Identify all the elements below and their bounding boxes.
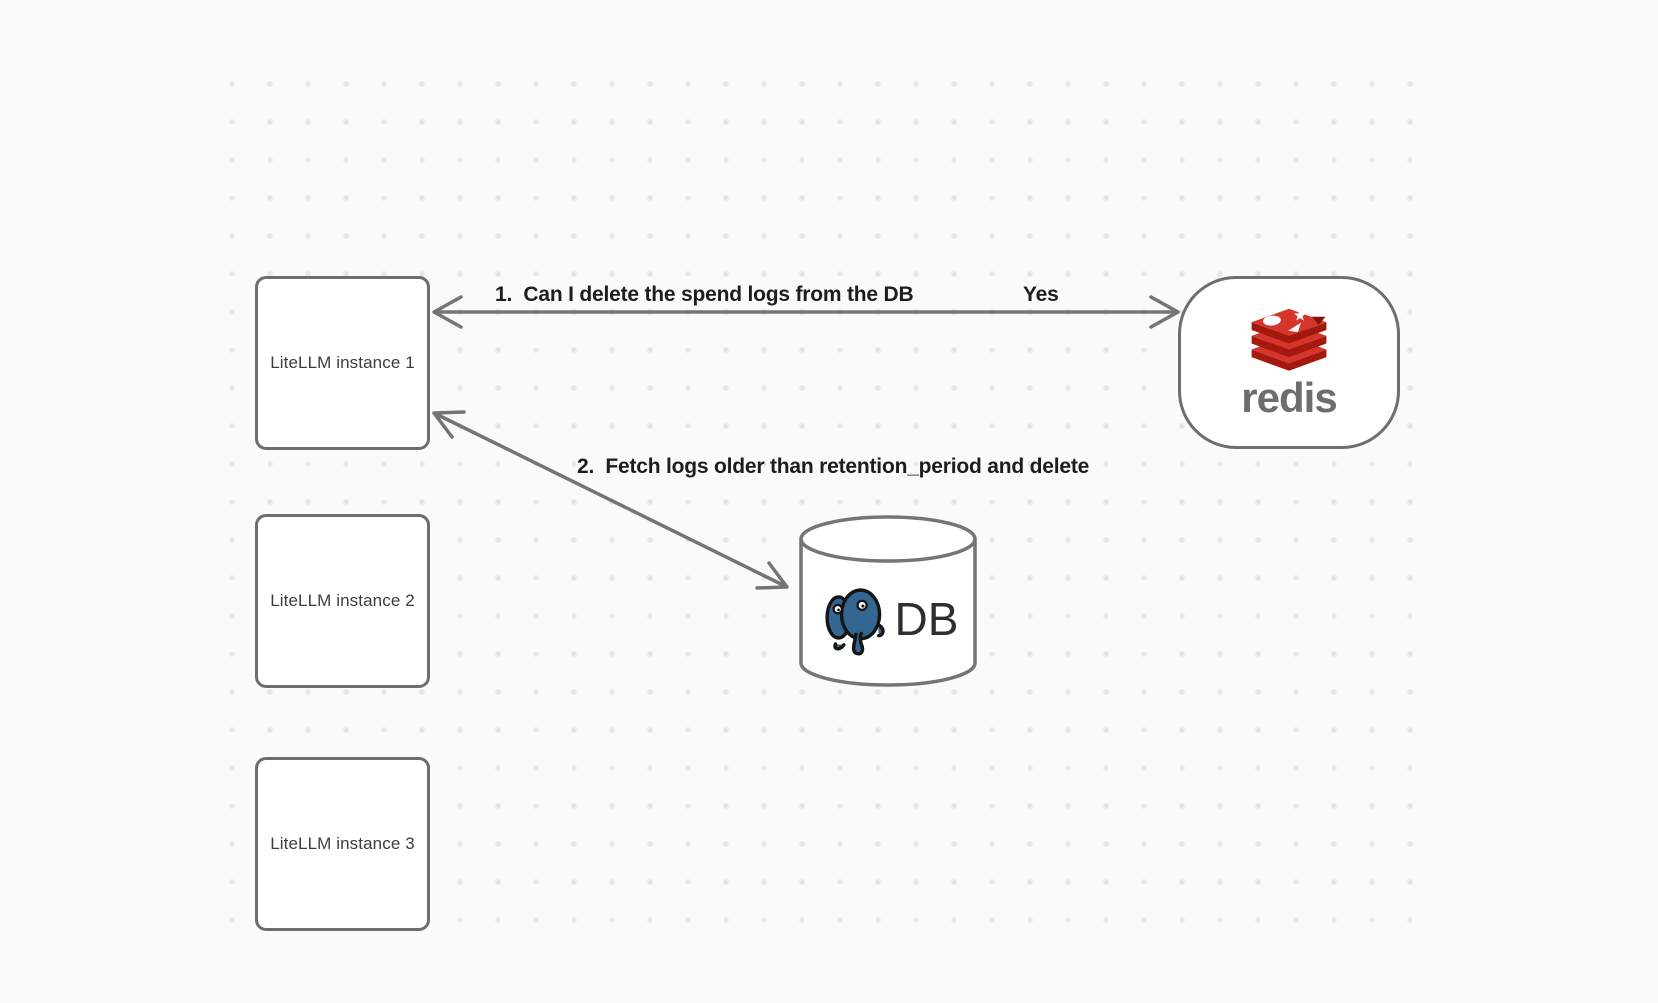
edge1-label: 1. Can I delete the spend logs from the …: [495, 283, 914, 306]
redis-logo-icon: [1251, 308, 1327, 371]
node-db-label: DB: [894, 593, 959, 645]
node-litellm-instance-1-label: LiteLLM instance 1: [270, 353, 415, 372]
postgresql-logo-icon: [824, 588, 885, 656]
node-litellm-instance-1: LiteLLM instance 1: [255, 276, 430, 450]
redis-wordmark: redis: [1241, 373, 1337, 421]
node-litellm-instance-2-label: LiteLLM instance 2: [270, 591, 415, 610]
node-litellm-instance-3: LiteLLM instance 3: [255, 757, 430, 931]
node-litellm-instance-2: LiteLLM instance 2: [255, 514, 430, 688]
node-redis: redis: [1178, 276, 1400, 449]
database-content: DB: [799, 580, 977, 658]
database-cylinder: [799, 515, 977, 687]
edge1-response-label: Yes: [1023, 283, 1059, 306]
edge2-label: 2. Fetch logs older than retention_perio…: [577, 455, 1090, 478]
node-litellm-instance-3-label: LiteLLM instance 3: [270, 834, 415, 853]
